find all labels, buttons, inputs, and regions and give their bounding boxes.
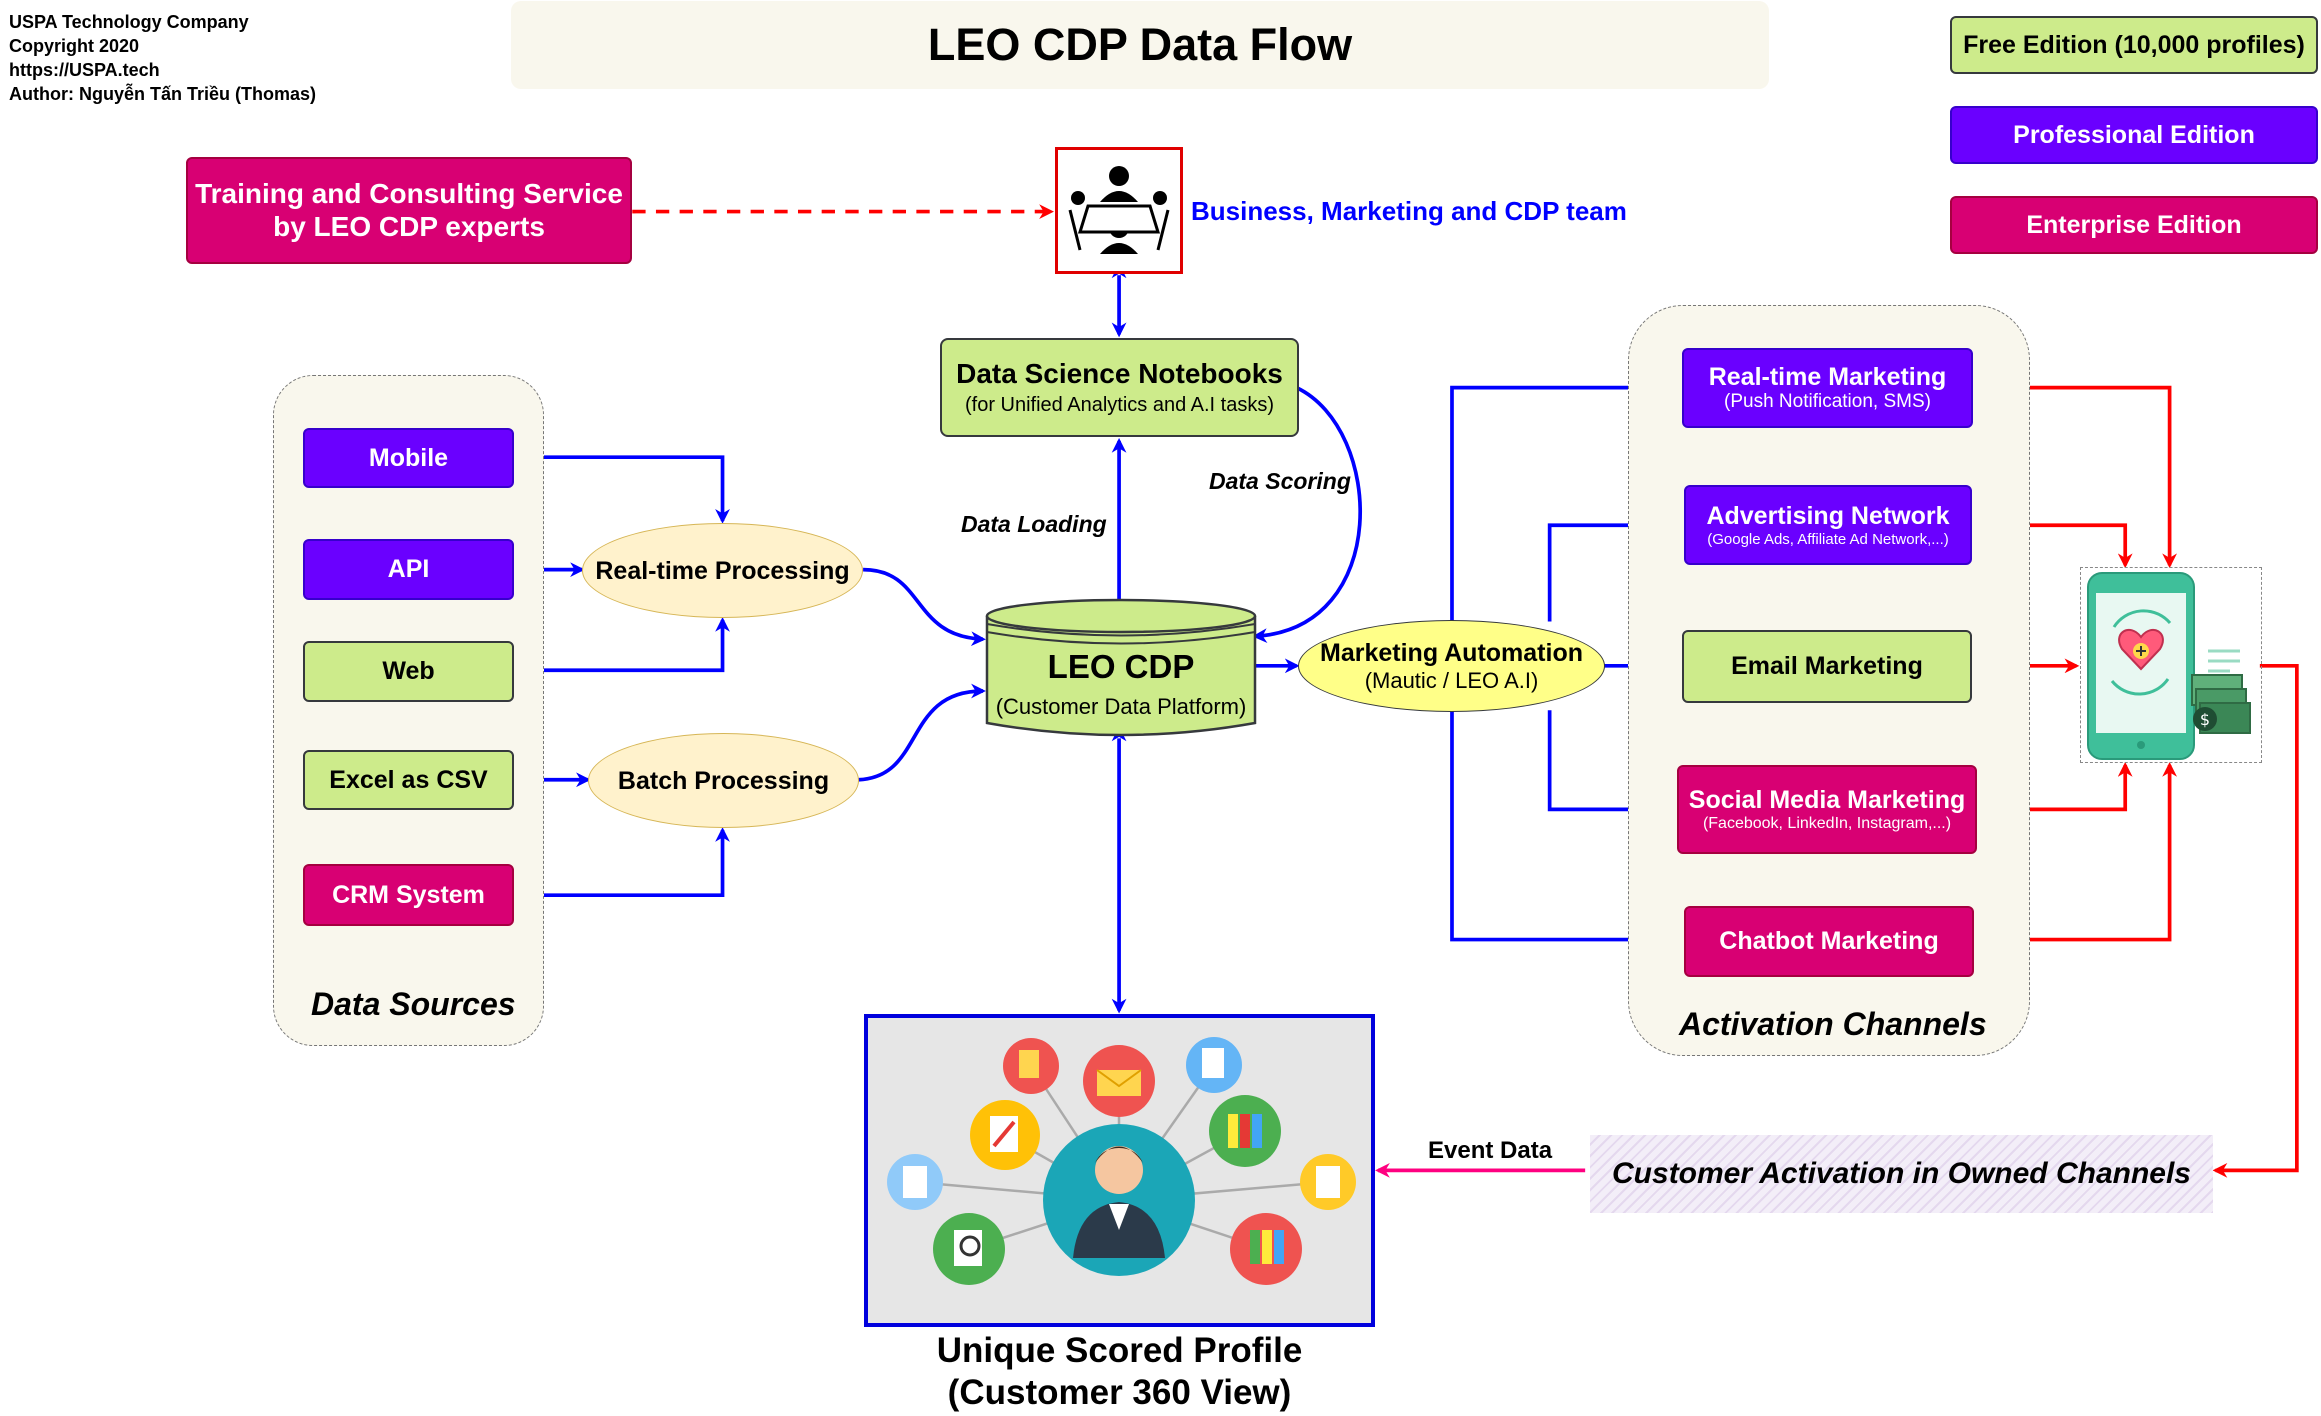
data-loading-label: Data Loading [961,511,1107,537]
channel-social-media-marketing: Social Media Marketing (Facebook, Linked… [1677,765,1977,854]
title-banner: LEO CDP Data Flow [511,1,1769,89]
owned-channels-box: Customer Activation in Owned Channels [1590,1135,2213,1213]
source-excel-csv: Excel as CSV [303,750,514,810]
mobile-app-icon-frame [2080,567,2262,763]
source-api: API [303,539,514,600]
channel-realtime-marketing: Real-time Marketing (Push Notification, … [1682,348,1973,428]
team-label: Business, Marketing and CDP team [1191,196,1627,226]
free-edition-legend: Free Edition (10,000 profiles) [1950,16,2318,74]
data-sources-label: Data Sources [311,986,516,1022]
event-data-label: Event Data [1428,1137,1553,1164]
profile-title-line2: (Customer 360 View) [947,1373,1292,1412]
professional-edition-legend: Professional Edition [1950,106,2318,164]
mobile-health-app-icon: $ [2087,572,2251,760]
profile-title-line1: Unique Scored Profile [936,1331,1303,1370]
batch-processing-node: Batch Processing [588,733,859,828]
profile-title: Unique Scored Profile (Customer 360 View… [864,1330,1375,1414]
training-service-box: Training and Consulting Service by LEO C… [186,157,632,264]
channel-advertising-network: Advertising Network (Google Ads, Affilia… [1684,485,1972,565]
company-name: USPA Technology Company [9,12,249,32]
owned-channels-label: Customer Activation in Owned Channels [1612,1157,2191,1190]
author-text: Author: Nguyễn Tấn Triều (Thomas) [9,84,317,104]
data-scoring-label: Data Scoring [1209,468,1351,494]
source-mobile: Mobile [303,428,514,488]
website-link[interactable]: https://USPA.tech [9,60,160,80]
channel-email-marketing: Email Marketing [1682,630,1972,703]
cdp-title: LEO CDP [1047,648,1195,685]
cdp-database-icon [985,598,1257,737]
team-icon-frame [1055,147,1183,274]
svg-text:$: $ [2200,710,2210,729]
page-title: LEO CDP Data Flow [927,19,1353,70]
customer-360-panel [864,1014,1375,1327]
enterprise-edition-legend: Enterprise Edition [1950,196,2318,254]
copyright-text: Copyright 2020 [9,36,140,56]
meeting-team-icon [1068,166,1170,254]
source-web: Web [303,641,514,702]
source-crm-system: CRM System [303,864,514,926]
data-science-notebooks-box: Data Science Notebooks (for Unified Anal… [940,338,1299,437]
activation-channels-label: Activation Channels [1679,1006,1987,1042]
credits-block: USPA Technology Company Copyright 2020 h… [9,10,316,106]
marketing-automation-node: Marketing Automation (Mautic / LEO A.I) [1298,620,1605,712]
cdp-subtitle: (Customer Data Platform) [995,694,1247,719]
customer-360-illustration [887,1037,1356,1285]
channel-chatbot-marketing: Chatbot Marketing [1684,906,1974,977]
realtime-processing-node: Real-time Processing [582,523,863,618]
